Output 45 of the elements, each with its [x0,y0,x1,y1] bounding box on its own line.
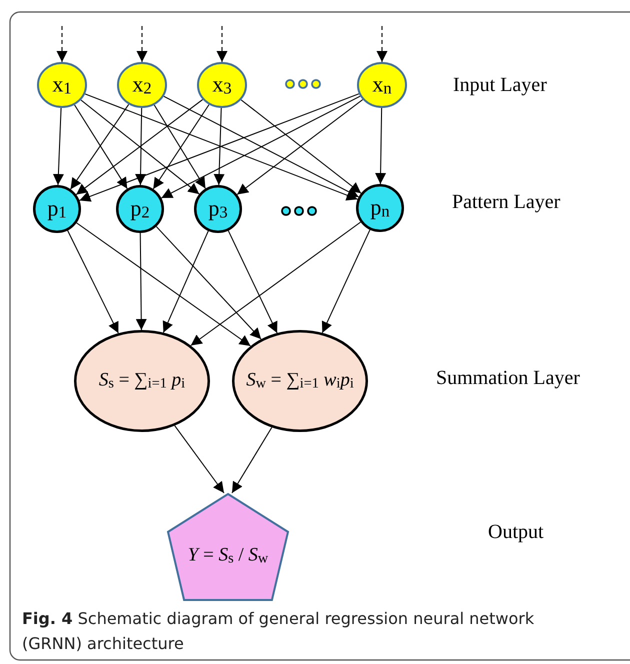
neuron-label: p$_{1}$ [47,195,67,223]
formula: S$_{s}$ = ∑$_{i=1}$ p$_{i}$ [98,369,186,393]
arrow [162,230,209,334]
neuron-label: x$_{1}$ [52,71,72,99]
arrow [228,230,278,334]
arrow [135,108,146,186]
input-neuron-circle [37,62,87,108]
input-arrow [376,26,388,62]
neuron-label: p$_{3}$ [208,195,228,223]
pattern-neuron-circle [33,185,81,233]
pattern-neuron-circle [116,185,164,233]
input-arrow [216,26,228,62]
neuron-label: p$_{2}$ [130,195,150,223]
neuron-label: x$_{2}$ [132,71,152,99]
pattern-neuron-circle [356,184,404,232]
arrow [67,230,119,334]
arrow [214,108,225,186]
arrow [174,425,224,494]
layer-label: Pattern Layer [452,191,560,214]
arrow [156,226,262,340]
arrow [76,222,252,346]
formula: Y = S$_{s}$ / S$_{w}$ [188,544,268,568]
input-neuron-circle [357,62,407,108]
arrow [52,107,64,186]
figure-caption: Fig. 4 Schematic diagram of general regression neural network (GRNN) architecture [22,608,536,655]
input-arrow [56,26,68,62]
arrow [136,232,147,330]
layer-label: Summation Layer [436,367,580,390]
neuron-label: p$_{n}$ [370,194,390,222]
neuron-label: x$_{n}$ [372,71,392,99]
arrow [232,426,272,494]
summation-ellipse [232,330,368,432]
output-pentagon [167,493,289,601]
formula: S$_{w}$ = ∑$_{i=1}$ w$_{i}$p$_{i}$ [246,369,354,393]
layer-label: Output [488,521,544,544]
layer-label: Input Layer [453,74,547,97]
pattern-neuron-circle [194,185,242,233]
neuron-label: x$_{3}$ [212,71,232,99]
arrow [190,222,362,346]
summation-ellipse [74,330,210,432]
input-arrow [136,26,148,62]
arrow [322,229,370,334]
arrow [375,108,386,184]
input-neuron-circle [197,62,247,108]
input-neuron-circle [117,62,167,108]
